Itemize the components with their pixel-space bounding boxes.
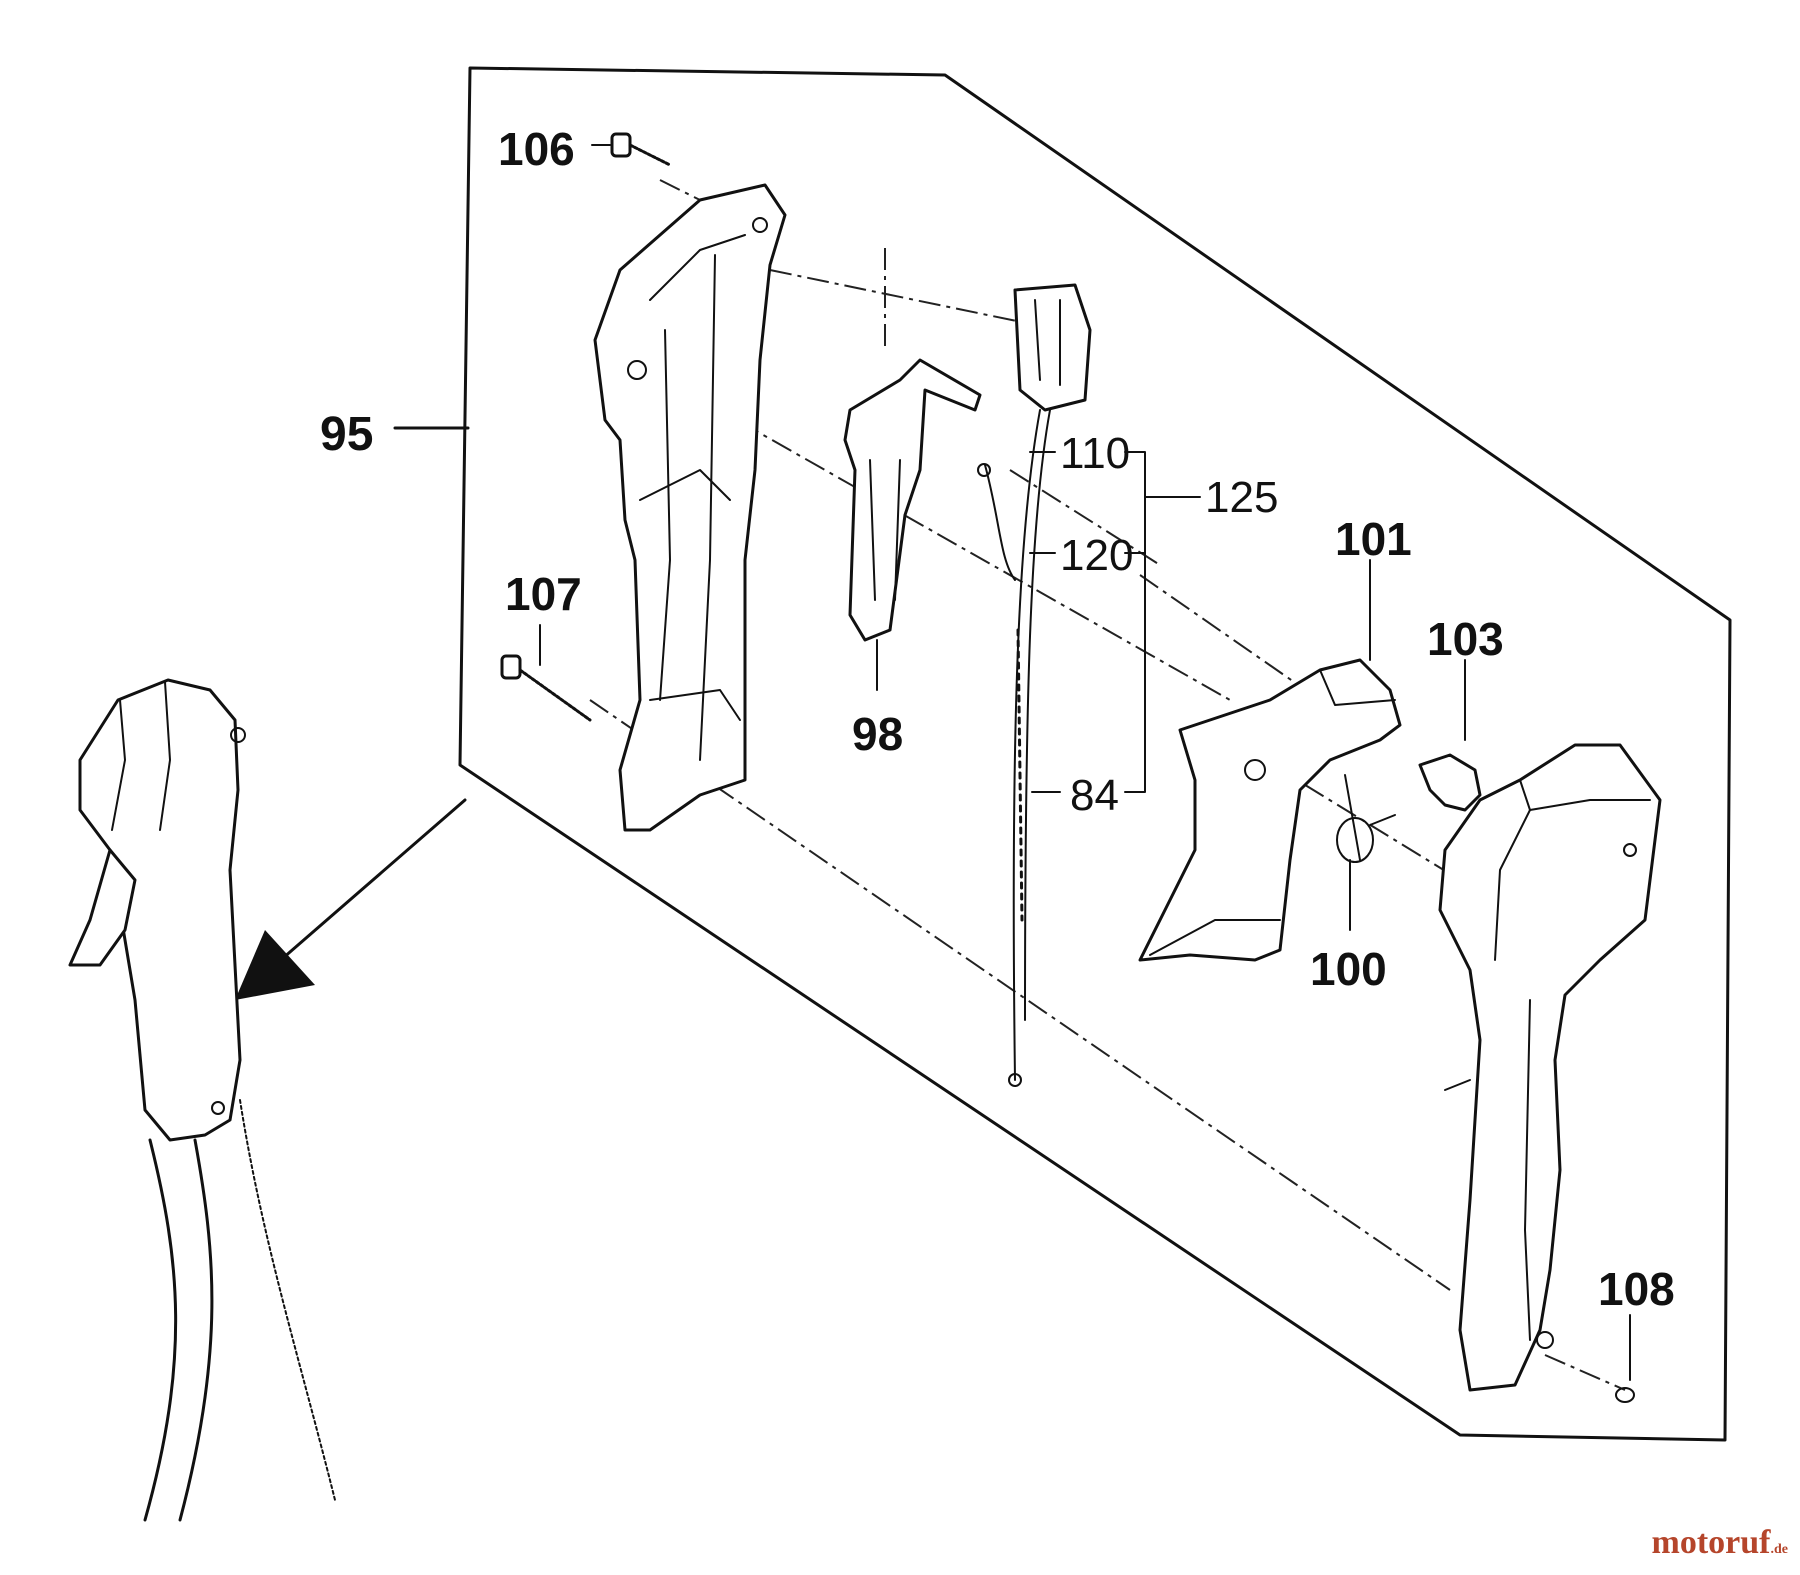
exploded-view-panel bbox=[458, 66, 1732, 1442]
callout-103: 103 bbox=[1427, 613, 1504, 665]
callout-84: 84 bbox=[1070, 771, 1119, 820]
callout-95: 95 bbox=[320, 408, 373, 461]
callout-107: 107 bbox=[505, 568, 582, 620]
lock-button-103 bbox=[1418, 753, 1482, 812]
screw-106 bbox=[610, 132, 672, 167]
leader-lines bbox=[393, 144, 1631, 1381]
trigger-101 bbox=[1138, 658, 1402, 962]
spring-100 bbox=[1336, 774, 1396, 863]
callout-101: 101 bbox=[1335, 513, 1412, 565]
callout-110: 110 bbox=[1060, 429, 1130, 478]
watermark: motoruf.de bbox=[1652, 1524, 1788, 1562]
nut-108 bbox=[1615, 1387, 1635, 1403]
switch-assembly bbox=[977, 283, 1092, 1087]
callout-106: 106 bbox=[498, 123, 575, 175]
assembled-handle bbox=[68, 678, 336, 1522]
callout-125: 125 bbox=[1205, 473, 1278, 522]
assembly-arrow bbox=[235, 798, 467, 1000]
lever-98 bbox=[843, 358, 982, 642]
screw-107 bbox=[500, 654, 592, 722]
callout-120: 120 bbox=[1060, 531, 1133, 580]
watermark-text: motoruf bbox=[1651, 1524, 1771, 1561]
handle-half-right bbox=[1438, 743, 1662, 1392]
watermark-suffix: .de bbox=[1770, 1542, 1789, 1557]
callout-108: 108 bbox=[1598, 1263, 1675, 1315]
callout-98: 98 bbox=[852, 708, 903, 760]
callout-100: 100 bbox=[1310, 943, 1387, 995]
handle-half-95 bbox=[593, 183, 787, 832]
